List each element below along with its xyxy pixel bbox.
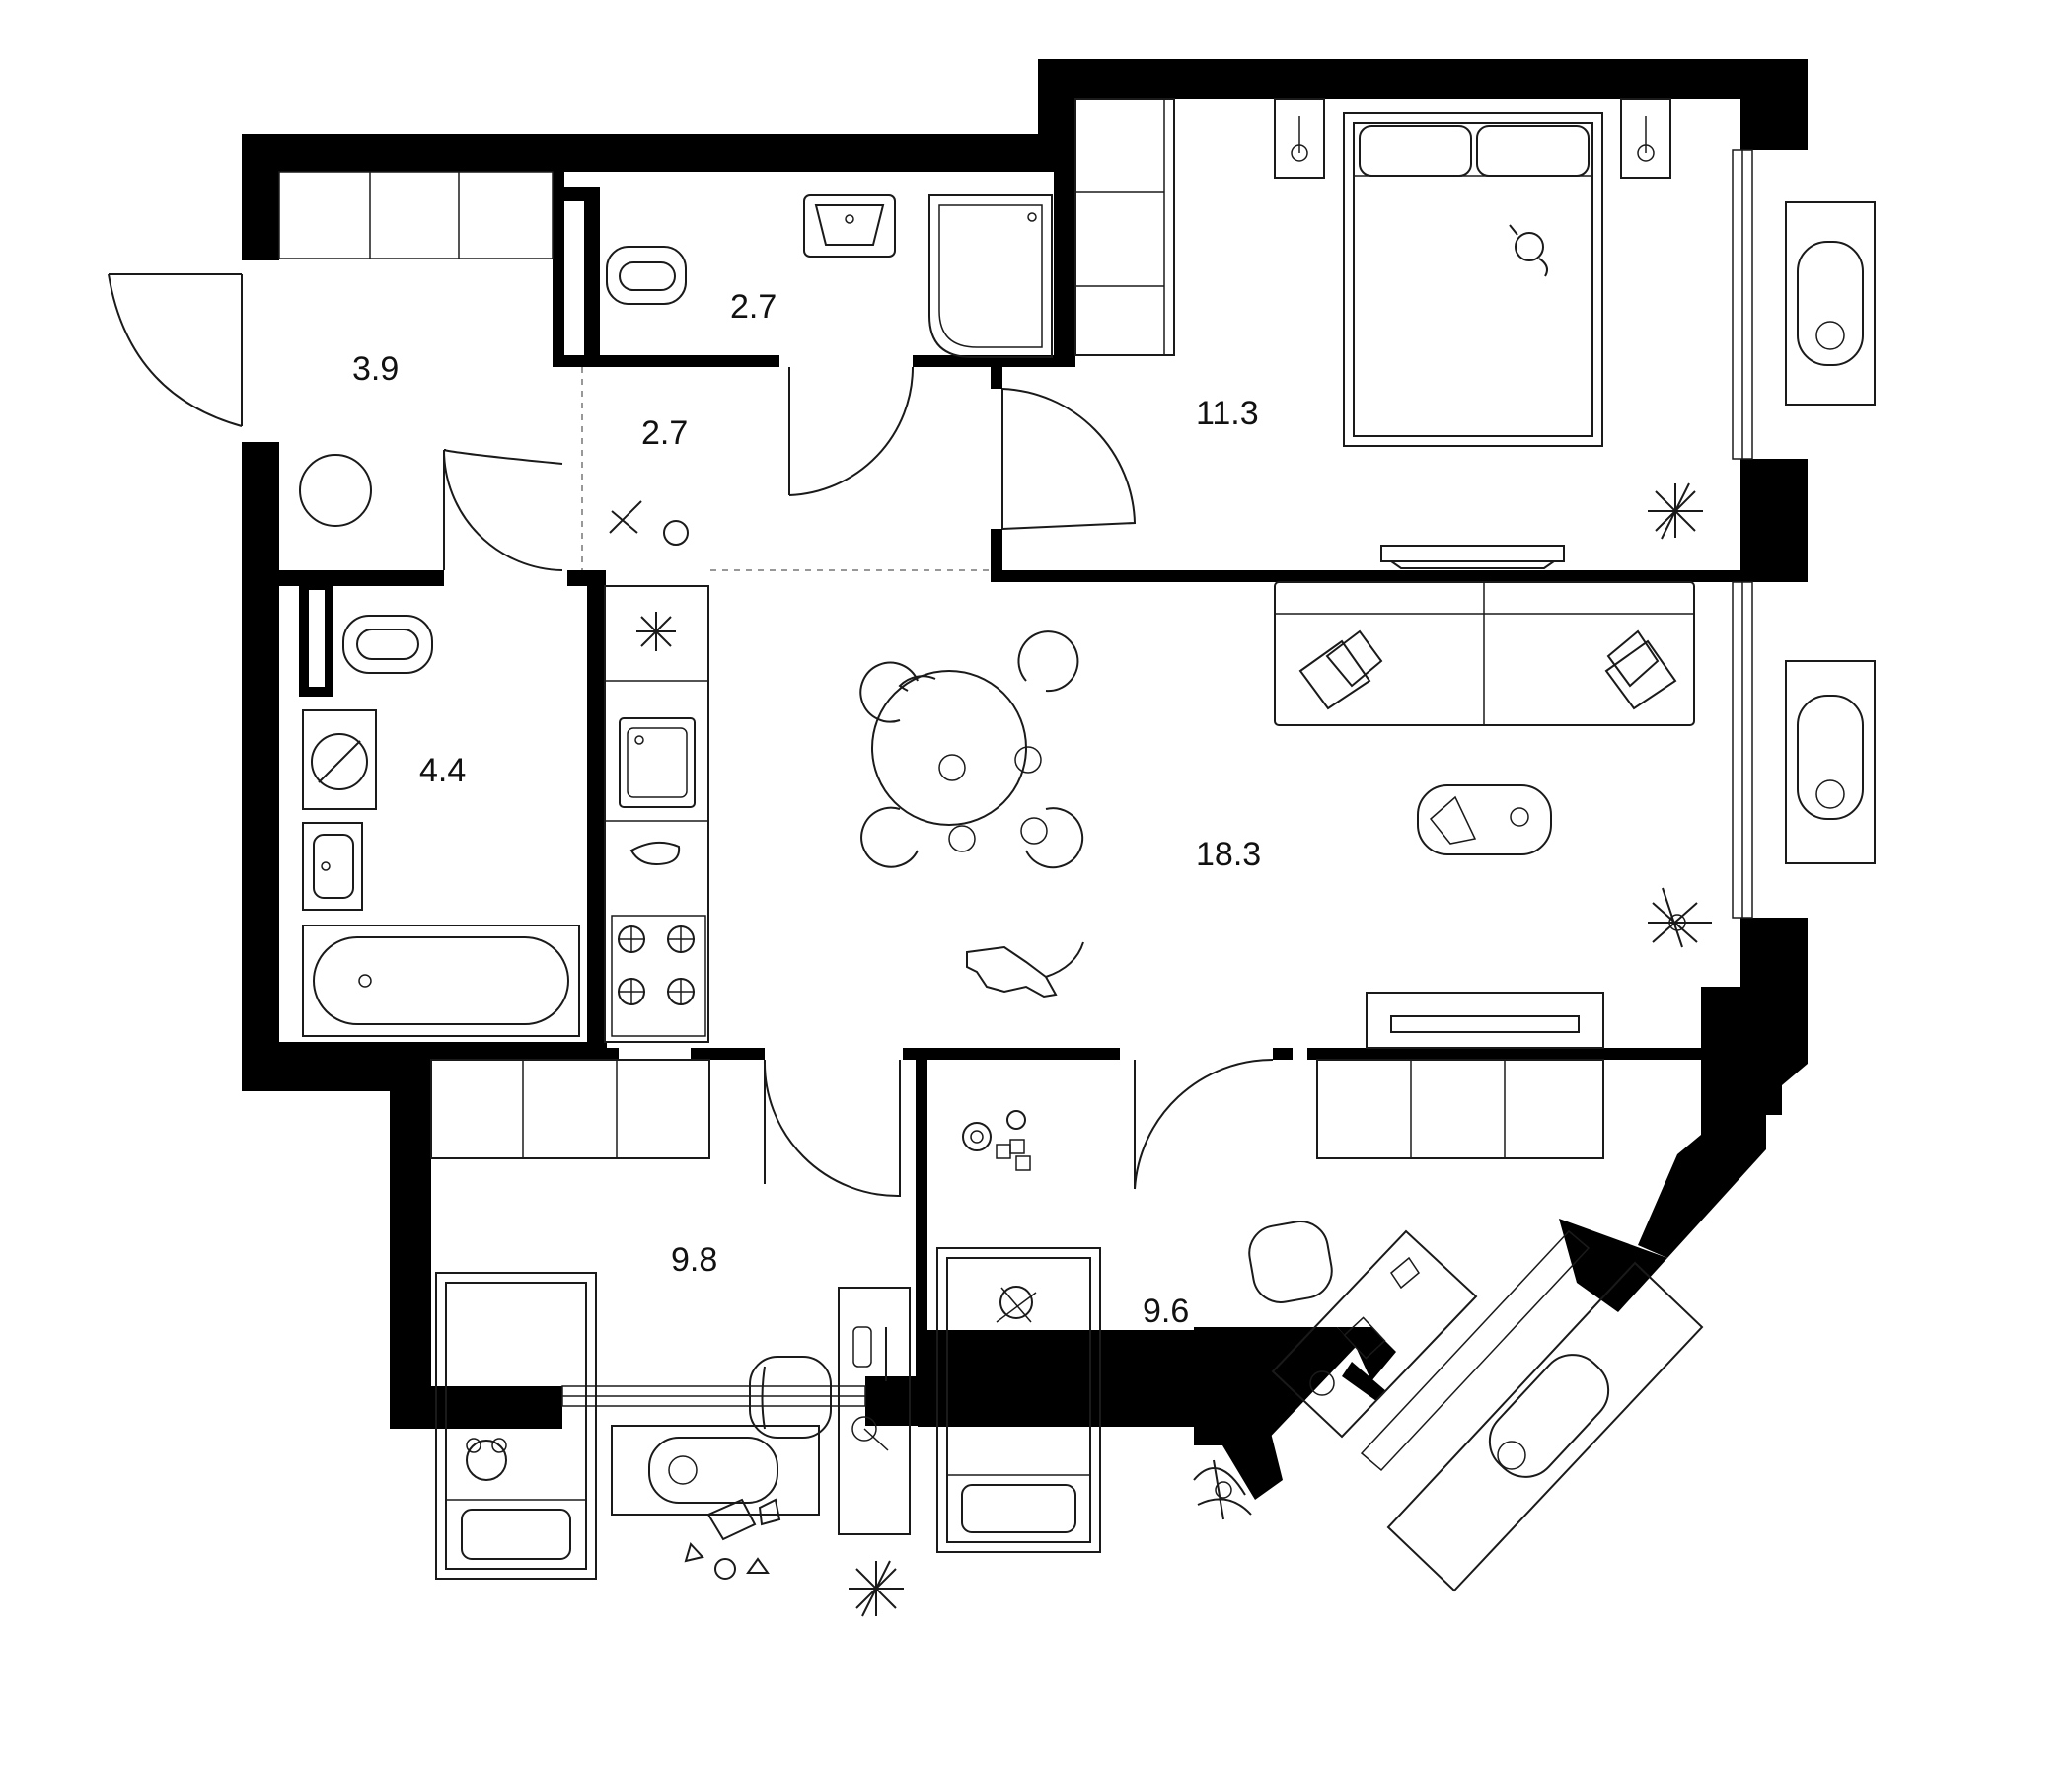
washing-machine-icon [302, 709, 377, 810]
walls [242, 59, 1808, 1500]
chair-icon [749, 1356, 832, 1439]
wardrobe-icon [430, 1059, 710, 1159]
room-area-kids-room-right: 9.6 [1143, 1293, 1189, 1330]
dining-table-icon [859, 630, 1084, 869]
desk-icon [1271, 1229, 1478, 1439]
tv-icon [1380, 545, 1565, 569]
stove-icon [611, 915, 706, 1037]
nightstand-icon [1274, 98, 1671, 179]
coffee-table-icon [1417, 784, 1552, 855]
sofa-icon [1274, 581, 1695, 726]
fridge-icon [636, 612, 676, 651]
plant-icon [849, 1560, 904, 1617]
toy-icon [466, 1438, 507, 1481]
toy-icon [684, 1498, 781, 1580]
room-area-kids-room-left: 9.8 [671, 1241, 717, 1279]
radiator-icon [611, 201, 1876, 1592]
cat-icon [1509, 224, 1548, 277]
plant-icon [1648, 482, 1703, 540]
kitchen-counter [604, 585, 709, 1043]
room-area-bedroom: 11.3 [1196, 395, 1259, 432]
room-area-bathroom: 4.4 [419, 752, 466, 789]
plant-icon [1648, 887, 1712, 948]
chair-icon [1248, 1221, 1333, 1303]
plant-icon [1193, 1459, 1252, 1520]
toy-icon [609, 500, 689, 546]
window-icon [278, 149, 1753, 1472]
double-bed-icon [1343, 112, 1603, 447]
wardrobe-icon [1316, 1059, 1604, 1159]
wardrobe-icon [1074, 98, 1175, 356]
tv-icon [1366, 992, 1604, 1049]
mirror-icon [299, 454, 372, 527]
door-icon[interactable] [108, 273, 1274, 1198]
toilet-icon [342, 615, 433, 674]
sink-icon [619, 717, 696, 866]
room-area-hall: 2.7 [641, 414, 688, 452]
room-area-entry: 3.9 [352, 350, 399, 388]
bathtub-icon [302, 925, 580, 1037]
toilet-icon [606, 246, 687, 305]
room-area-wc: 2.7 [730, 288, 777, 326]
single-bed-icon [936, 1247, 1101, 1553]
toy-icon [962, 1110, 1037, 1323]
sink-icon [803, 194, 896, 258]
single-bed-icon [435, 1272, 597, 1580]
dog-icon [966, 941, 1084, 999]
desk-icon [838, 1287, 911, 1535]
room-area-living-kitchen: 18.3 [1196, 836, 1261, 873]
sink-icon [302, 822, 363, 911]
shower-icon [928, 194, 1053, 358]
